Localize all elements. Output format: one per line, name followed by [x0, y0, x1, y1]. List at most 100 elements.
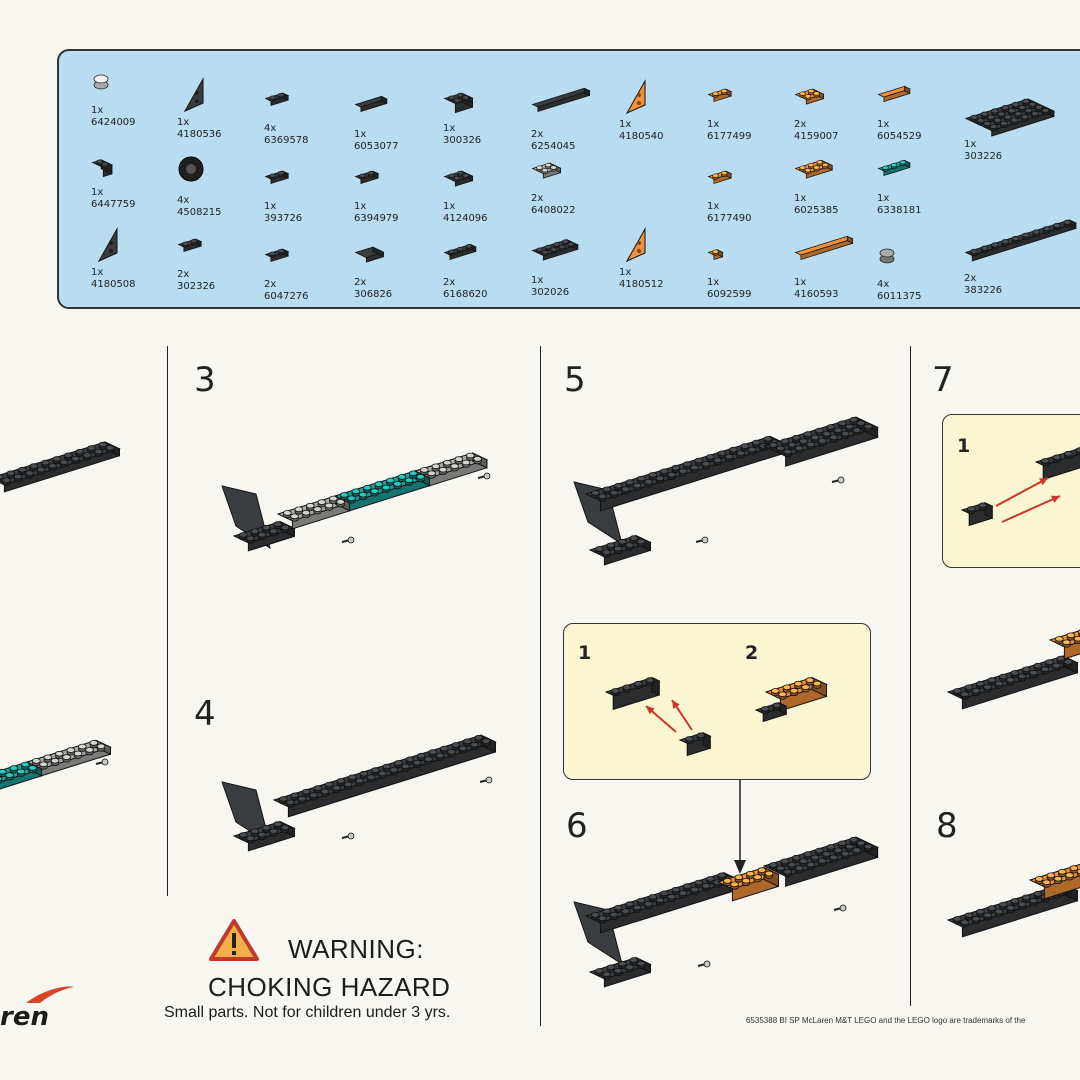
part-302026-icon: [531, 239, 579, 261]
warning-triangle-icon: [209, 919, 259, 961]
part-number: 6408022: [531, 205, 576, 216]
step-number-5: 5: [564, 360, 586, 400]
part-6047276-icon: [264, 248, 290, 263]
part-quantity: 1x: [177, 117, 190, 128]
part-number: 4508215: [177, 207, 222, 218]
part-6254045-icon: [531, 87, 591, 113]
part-6338181-icon: [877, 159, 911, 177]
part-6168620-icon: [443, 243, 477, 261]
column-divider: [167, 346, 168, 896]
part-quantity: 2x: [964, 273, 977, 284]
part-quantity: 1x: [354, 129, 367, 140]
part-number: 300326: [443, 135, 482, 146]
part-number: 6168620: [443, 289, 488, 300]
part-number: 6424009: [91, 117, 136, 128]
part-number: 4160593: [794, 289, 839, 300]
part-quantity: 1x: [877, 193, 890, 204]
part-quantity: 2x: [531, 193, 544, 204]
part-number: 6054529: [877, 131, 922, 142]
part-number: 306826: [354, 289, 393, 300]
part-quantity: 2x: [264, 279, 277, 290]
part-quantity: 4x: [877, 279, 890, 290]
part-number: 6369578: [264, 135, 309, 146]
part-quantity: 1x: [619, 267, 632, 278]
part-302326-icon: [177, 238, 203, 253]
part-quantity: 1x: [964, 139, 977, 150]
step-number-3: 3: [194, 360, 216, 400]
part-quantity: 2x: [177, 269, 190, 280]
step-7-sub1-bricks: [960, 447, 1080, 527]
part-6394979-icon: [354, 170, 380, 185]
step-3-model: [221, 452, 491, 552]
part-quantity: 1x: [794, 277, 807, 288]
column-divider: [540, 346, 541, 1026]
part-6424009-icon: [93, 74, 109, 90]
part-number: 6053077: [354, 141, 399, 152]
part-6408022-icon: [531, 162, 562, 179]
footer-legal-text: 6535388 BI SP McLaren M&T LEGO and the L…: [746, 1016, 1026, 1025]
part-number: 302026: [531, 287, 570, 298]
part-number: 4124096: [443, 213, 488, 224]
warning-subtitle: CHOKING HAZARD: [208, 972, 451, 1002]
sub-step-number: 2: [745, 642, 759, 664]
part-quantity: 4x: [264, 123, 277, 134]
part-quantity: 4x: [177, 195, 190, 206]
part-number: 6011375: [877, 291, 922, 302]
part-quantity: 1x: [531, 275, 544, 286]
part-383226-icon: [964, 219, 1078, 262]
part-300326-icon: [443, 92, 474, 114]
part-4180540-icon: [625, 79, 646, 115]
part-number: 393726: [264, 213, 303, 224]
part-number: 4180536: [177, 129, 222, 140]
part-number: 383226: [964, 285, 1003, 296]
part-quantity: 2x: [354, 277, 367, 288]
part-6177499-icon: [707, 88, 733, 103]
warning-title: WARNING:: [288, 934, 424, 964]
sub-step-number: 1: [957, 435, 971, 457]
step-7-model: [946, 629, 1080, 710]
part-4180508-icon: [97, 227, 118, 263]
step-number-8: 8: [936, 806, 958, 846]
part-4160593-icon: [794, 235, 854, 261]
part-4180512-icon: [625, 227, 646, 263]
part-number: 6394979: [354, 213, 399, 224]
svg-text:ren: ren: [0, 1002, 49, 1032]
part-quantity: 1x: [707, 119, 720, 130]
part-number: 302326: [177, 281, 216, 292]
part-6054529-icon: [877, 85, 911, 103]
part-number: 6254045: [531, 141, 576, 152]
column-divider: [910, 346, 911, 1006]
part-quantity: 1x: [707, 277, 720, 288]
step-5-model: [573, 416, 879, 566]
step-8-model: [946, 863, 1080, 938]
step-2-model-upper: [0, 441, 121, 493]
connector-arrow: [734, 780, 746, 874]
part-quantity: 2x: [443, 277, 456, 288]
part-393726-icon: [264, 170, 290, 185]
part-number: 4180508: [91, 279, 136, 290]
part-quantity: 1x: [443, 201, 456, 212]
part-6025385-icon: [794, 159, 834, 179]
